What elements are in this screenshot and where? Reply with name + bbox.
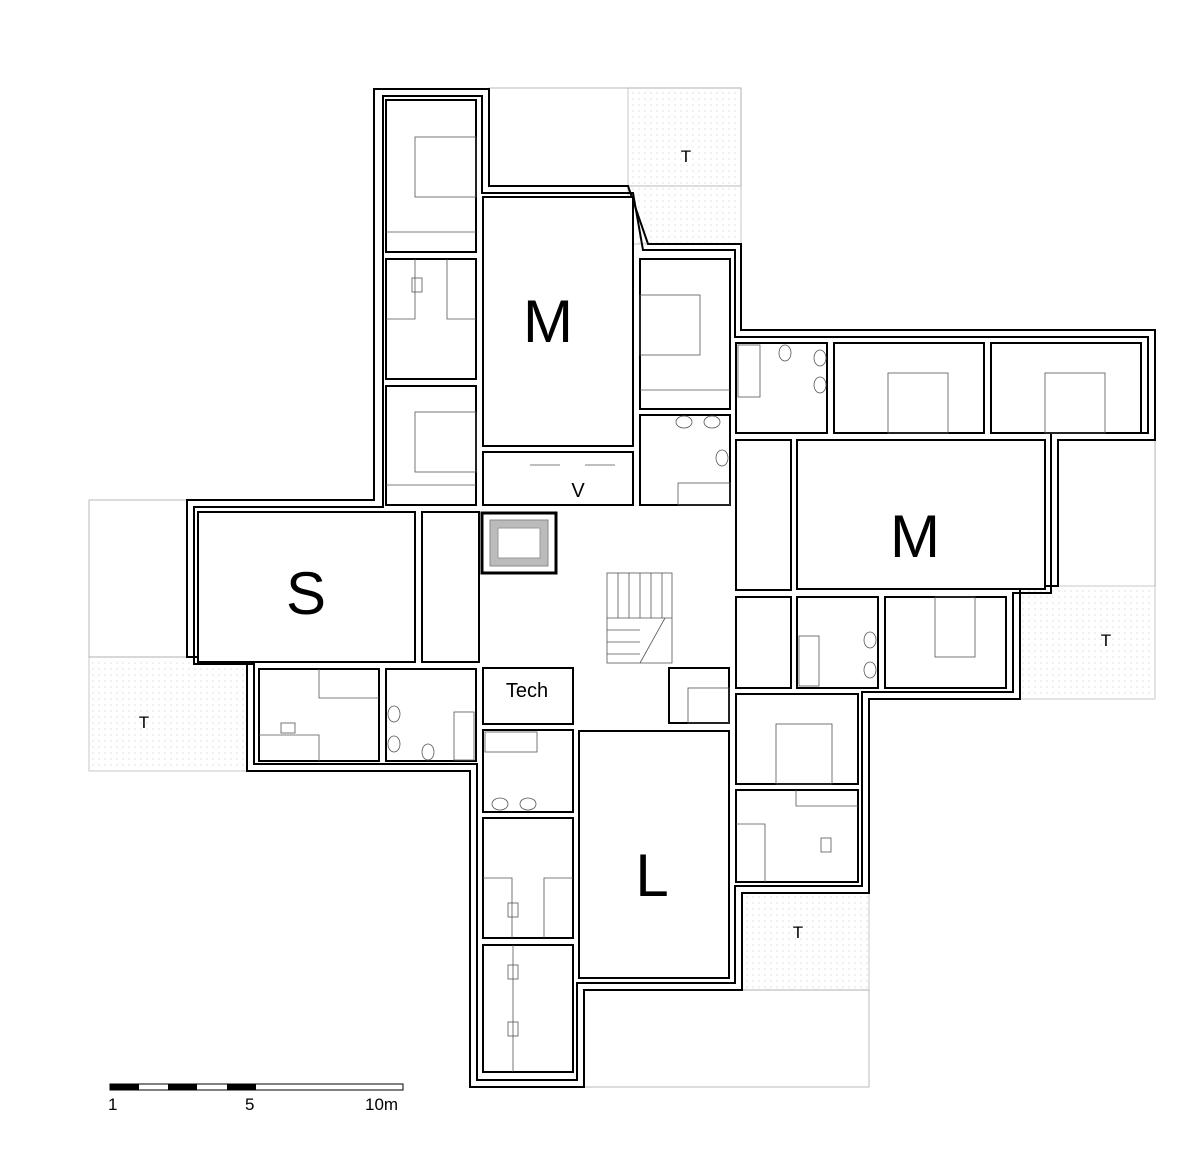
- bedroom: [639, 258, 731, 410]
- terrace-label-west: T: [139, 713, 149, 732]
- apartment-label-l: L: [635, 842, 668, 909]
- corridor: [735, 439, 792, 591]
- bedroom: [735, 693, 859, 785]
- apartments: [197, 196, 1046, 979]
- terrace-label-east: T: [1101, 631, 1111, 650]
- bathroom: [735, 342, 828, 434]
- balcony-outline-south: [583, 989, 870, 1088]
- apartment-s-west: [197, 511, 416, 663]
- staircase: [606, 572, 673, 664]
- apartment-label-m-north: M: [523, 288, 573, 355]
- terrace-label-north: T: [681, 147, 691, 166]
- corridor: [421, 511, 480, 663]
- bathroom: [385, 668, 477, 762]
- secondary-rooms: [258, 99, 1142, 1073]
- elevator-label: V: [571, 480, 585, 502]
- terrace-label-south: T: [793, 923, 803, 942]
- bathroom: [639, 414, 731, 506]
- bathroom: [796, 596, 879, 689]
- scale-tick-10m: 10m: [365, 1095, 398, 1114]
- bedroom: [884, 596, 1007, 689]
- apartment-label-s: S: [286, 560, 326, 627]
- bedroom: [833, 342, 985, 434]
- apartment-m-north: [482, 196, 634, 447]
- tech-label: Tech: [506, 680, 548, 702]
- storage: [668, 667, 730, 724]
- apartment-m-east: [796, 439, 1046, 590]
- entry-hall: [482, 451, 634, 506]
- building-outline: [186, 88, 1156, 1088]
- corridor: [735, 596, 792, 689]
- balcony-outline-west: [88, 499, 188, 658]
- terraces: [88, 87, 1156, 1088]
- elevator-shaft: [480, 511, 558, 575]
- terrace-east: [1019, 585, 1156, 700]
- terrace-south: [741, 892, 870, 991]
- apartment-label-m-east: M: [890, 503, 940, 570]
- apartment-l-south: [578, 730, 730, 979]
- bedroom: [990, 342, 1142, 434]
- bedroom: [385, 385, 477, 506]
- labels: M M S L V Tech T T T T: [139, 147, 1111, 942]
- bathroom: [482, 729, 574, 813]
- tech-room: [482, 667, 574, 725]
- bedroom: [385, 99, 477, 253]
- bathroom: [735, 789, 859, 883]
- scale-tick-1: 1: [108, 1095, 117, 1114]
- core: [480, 511, 673, 664]
- terrace-north: [627, 87, 742, 245]
- bathroom: [482, 944, 574, 1073]
- terrace-west: [88, 656, 248, 772]
- scale-bar: 1 5 10m: [108, 1083, 404, 1114]
- scale-tick-5: 5: [245, 1095, 254, 1114]
